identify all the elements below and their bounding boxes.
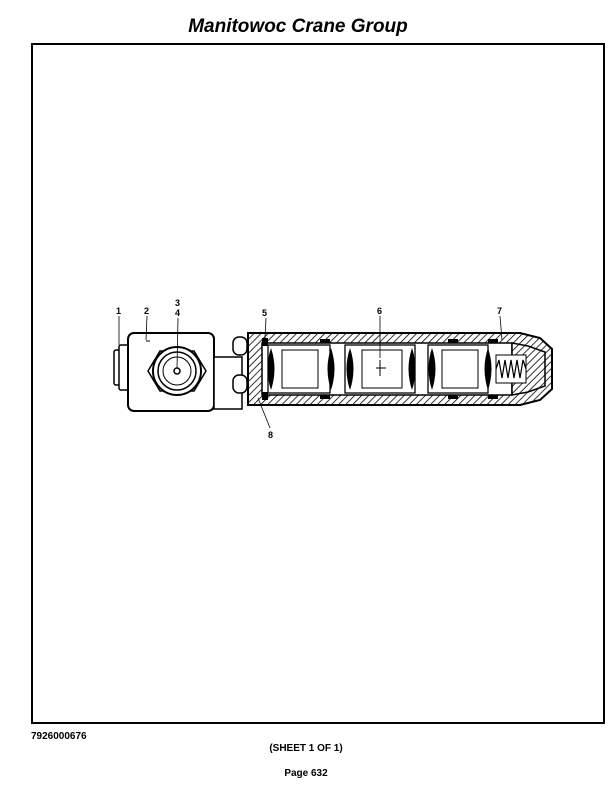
leader-lines [118,315,503,429]
part-number: 7926000676 [31,731,87,742]
page-number: Page 632 [284,768,328,779]
callout-5: 5 [262,308,267,318]
connector-bosses [213,336,248,410]
callout-4: 4 [175,308,180,318]
callout-3: 3 [175,298,180,308]
callout-8: 8 [268,430,273,440]
seals [262,338,498,400]
callout-1: 1 [116,306,121,316]
end-plug [113,344,130,391]
callout-6: 6 [377,306,382,316]
valve-body-block [127,332,215,412]
callout-7: 7 [497,306,502,316]
drawing-frame [31,43,605,724]
callout-2: 2 [144,306,149,316]
callout-labels: 1 2 3 4 5 6 7 8 [116,298,502,440]
page-title: Manitowoc Crane Group [188,16,408,37]
spring [495,359,527,379]
spool [267,344,489,394]
sheet-label: (SHEET 1 OF 1) [269,743,343,754]
